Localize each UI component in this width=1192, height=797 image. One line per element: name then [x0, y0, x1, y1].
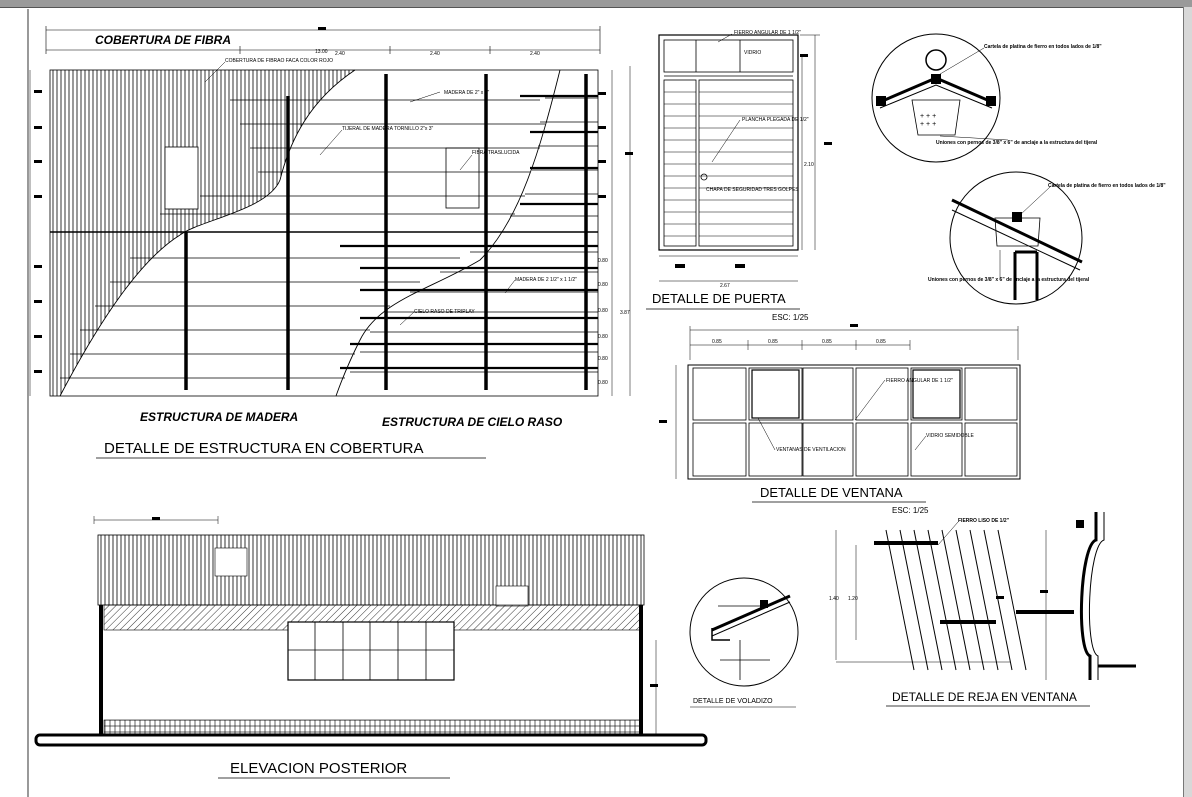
- dim-ventana-b: 0.85: [768, 339, 778, 345]
- note-madera-2x3: MADERA DE 2" x 3": [444, 90, 489, 96]
- rear-elevation: ELEVACION POSTERIOR: [34, 516, 708, 779]
- title-elevacion: ELEVACION POSTERIOR: [230, 760, 407, 777]
- note-vidrio-semidoble: VIDRIO SEMIDOBLE: [926, 433, 974, 439]
- note-fierro-angular-puerta: FIERRO ANGULAR DE 1 1/2": [734, 30, 801, 36]
- note-platina-1: Cartela de platina de fierro en todos la…: [984, 44, 1102, 50]
- door-detail: 2.67 2.10 FIERRO ANGULAR DE 1 1/2" VIDRI…: [646, 30, 832, 322]
- scale-reja: ESC: 1/25: [892, 506, 929, 515]
- title-voladizo: DETALLE DE VOLADIZO: [693, 698, 773, 705]
- note-ventanas-ventilacion: VENTANAS DE VENTILACION: [776, 447, 846, 453]
- dim-reja-b: 1.20: [848, 596, 858, 602]
- dim-cob-c: 2.40: [530, 51, 540, 57]
- note-plancha-plegada: PLANCHA PLEGADA DE 1/2": [742, 117, 809, 123]
- svg-text:+ + +: + + +: [920, 121, 936, 128]
- dim-cob-b: 2.40: [430, 51, 440, 57]
- dim-cob-e: 0.80: [598, 282, 608, 288]
- note-vidrio: VIDRIO: [744, 50, 761, 56]
- dim-cob-i: 0.80: [598, 380, 608, 386]
- dim-ventana-a: 0.85: [712, 339, 722, 345]
- subtitle-cobertura-fibra: COBERTURA DE FIBRA: [95, 33, 231, 47]
- subtitle-estructura-cielo: ESTRUCTURA DE CIELO RASO: [382, 415, 563, 429]
- note-chapa: CHAPA DE SEGURIDAD TRES GOLPES: [706, 187, 799, 193]
- subtitle-estructura-madera: ESTRUCTURA DE MADERA: [140, 410, 298, 424]
- overhang-detail: DETALLE DE VOLADIZO: [689, 577, 799, 708]
- note-madera-2x1: MADERA DE 2 1/2" x 1 1/2": [515, 277, 577, 283]
- svg-text:+ + +: + + +: [920, 113, 936, 120]
- title-reja: DETALLE DE REJA EN VENTANA: [892, 690, 1077, 704]
- note-platina-2: Cartela de platina de fierro en todos la…: [1048, 183, 1166, 189]
- note-pernos-2: Uniones con pernos de 3/8" x 6" de ancla…: [928, 277, 1090, 283]
- dim-cob-h: 0.80: [598, 356, 608, 362]
- scale-ventana: ESC: 1/25: [772, 313, 809, 322]
- dim-cob-f: 0.80: [598, 308, 608, 314]
- dim-cob-height: 3.87: [620, 310, 630, 316]
- window-grill-detail: 1.40 1.20 FIERRO LISO DE 1/2" DETALLE DE…: [829, 512, 1136, 707]
- note-fierro-angular-ventana: FIERRO ANGULAR DE 1 1/2": [886, 378, 953, 384]
- note-fibra-traslucida: FIBRA TRASLUCIDA: [472, 150, 520, 156]
- dim-puerta-w: 2.67: [720, 283, 730, 289]
- title-bar: [0, 0, 1192, 8]
- note-cobertura-roja: COBERTURA DE FIBRAO FACA COLOR ROJO: [225, 58, 333, 64]
- dim-cob-total: 13.00: [315, 49, 328, 55]
- title-ventana: DETALLE DE VENTANA: [760, 485, 903, 500]
- note-cielo-raso: CIELO RASO DE TRIPLAY: [414, 309, 475, 315]
- dim-cob-a: 2.40: [335, 51, 345, 57]
- dim-cob-d: 0.80: [598, 258, 608, 264]
- roof-joint-detail-2: Cartela de platina de fierro en todos la…: [928, 171, 1166, 305]
- dim-cob-g: 0.80: [598, 334, 608, 340]
- dim-ventana-c: 0.85: [822, 339, 832, 345]
- title-estructura-cobertura: DETALLE DE ESTRUCTURA EN COBERTURA: [104, 440, 424, 457]
- note-fierro-reja: FIERRO LISO DE 1/2": [958, 518, 1010, 524]
- title-puerta: DETALLE DE PUERTA: [652, 291, 786, 306]
- window-detail: 0.85 0.85 0.85 0.85 FIERRO ANGULAR DE 1 …: [659, 324, 1021, 515]
- roof-structure-detail: 13.00 2.40 2.40 2.40 COBERTURA DE FIBRA: [29, 26, 633, 459]
- note-pernos-1: Uniones con pernos de 3/8" x 6" de ancla…: [936, 140, 1098, 146]
- dim-puerta-h: 2.10: [804, 162, 814, 168]
- dim-ventana-d: 0.85: [876, 339, 886, 345]
- note-tijeral: TIJERAL DE MADERA TORNILLO 2"x 3": [342, 126, 433, 132]
- dim-reja-a: 1.40: [829, 596, 839, 602]
- roof-joint-detail-1: + + + + + + Cartela de platina de fierro…: [871, 33, 1102, 163]
- vertical-scrollbar[interactable]: [1183, 7, 1192, 797]
